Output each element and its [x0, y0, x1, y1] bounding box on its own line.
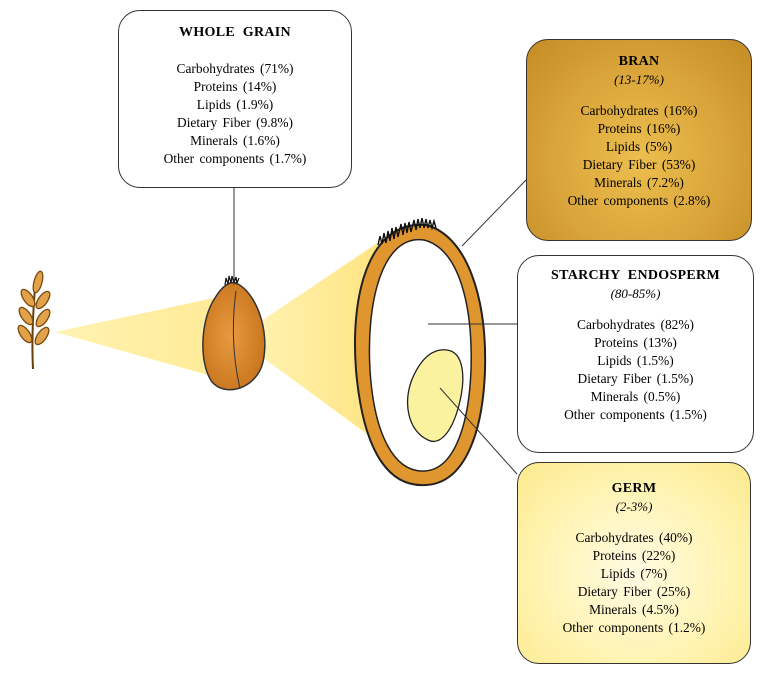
composition-item: Dietary Fiber (9.8%) [177, 115, 293, 130]
composition-item: Minerals (0.5%) [590, 389, 681, 404]
germ-range: (2-3%) [615, 499, 653, 514]
composition-item: Proteins (22%) [592, 548, 676, 563]
composition-item: Dietary Fiber (25%) [577, 584, 691, 599]
composition-item: Dietary Fiber (53%) [582, 157, 696, 172]
whole-grain-box: WHOLE GRAIN Carbohydrates (71%) Proteins… [118, 10, 352, 188]
composition-item: Minerals (1.6%) [190, 133, 280, 148]
composition-item: Proteins (14%) [193, 79, 277, 94]
composition-item: Lipids (1.5%) [597, 353, 674, 368]
whole-grain-items: Carbohydrates (71%) Proteins (14%) Lipid… [119, 60, 351, 168]
composition-item: Lipids (5%) [605, 139, 673, 154]
starchy-endosperm-title: STARCHY ENDOSPERM [551, 268, 720, 283]
composition-item: Carbohydrates (40%) [575, 530, 693, 545]
whole-kernel [202, 275, 266, 391]
brush-hairs [377, 217, 437, 246]
leader-germ [439, 387, 518, 475]
composition-item: Other components (1.2%) [562, 620, 706, 635]
composition-item: Proteins (13%) [594, 335, 677, 350]
wheat-ear-icon [17, 270, 51, 370]
germ-title: GERM [611, 481, 657, 496]
composition-item: Other components (2.8%) [567, 193, 711, 208]
bran-range: (13-17%) [614, 72, 664, 87]
grain-cross-section [354, 217, 487, 487]
starchy-endosperm-box: STARCHY ENDOSPERM (80-85%) Carbohydrates… [517, 255, 754, 453]
composition-item: Lipids (1.9%) [196, 97, 274, 112]
bran-title: BRAN [618, 54, 660, 69]
whole-grain-title: WHOLE GRAIN [179, 25, 291, 40]
germ-box: GERM (2-3%) Carbohydrates (40%) Proteins… [517, 462, 751, 664]
composition-item: Lipids (7%) [600, 566, 668, 581]
germ-region [406, 349, 464, 442]
leader-bran [461, 179, 527, 247]
composition-item: Carbohydrates (16%) [580, 103, 698, 118]
composition-item: Other components (1.5%) [564, 407, 707, 422]
composition-item: Minerals (7.2%) [594, 175, 684, 190]
starchy-endosperm-range: (80-85%) [610, 286, 661, 301]
light-beam-small [55, 295, 244, 385]
composition-item: Carbohydrates (71%) [176, 61, 294, 76]
starchy-endosperm-items: Carbohydrates (82%) Proteins (13%) Lipid… [518, 316, 753, 424]
composition-item: Minerals (4.5%) [589, 602, 679, 617]
bran-box: BRAN (13-17%) Carbohydrates (16%) Protei… [526, 39, 752, 241]
composition-item: Dietary Fiber (1.5%) [577, 371, 694, 386]
composition-item: Carbohydrates (82%) [577, 317, 694, 332]
bran-items: Carbohydrates (16%) Proteins (16%) Lipid… [527, 102, 751, 210]
composition-item: Proteins (16%) [597, 121, 681, 136]
composition-item: Other components (1.7%) [163, 151, 307, 166]
light-beam-large [236, 240, 382, 445]
germ-items: Carbohydrates (40%) Proteins (22%) Lipid… [518, 529, 750, 637]
